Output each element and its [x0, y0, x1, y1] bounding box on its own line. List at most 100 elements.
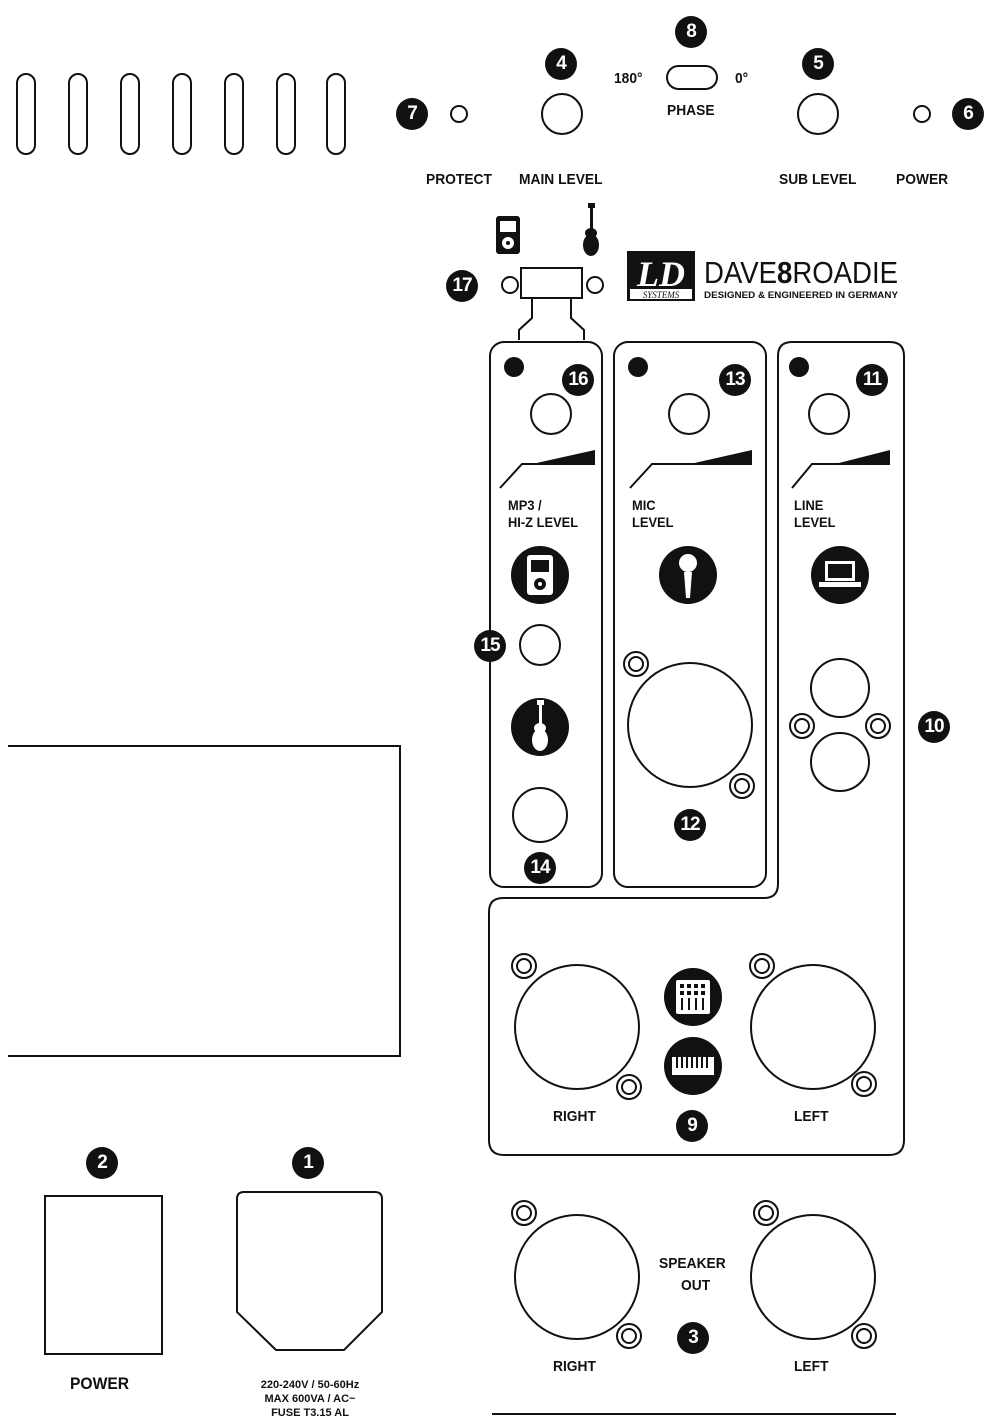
callout-2: 2 [86, 1147, 118, 1179]
xlr-latch [511, 1200, 537, 1226]
level-ramp-line [499, 463, 595, 489]
protect-label: PROTECT [426, 171, 492, 188]
line-level-label: LINE [794, 497, 824, 513]
level-ramp-wedge [532, 450, 595, 464]
callout-3: 3 [677, 1322, 709, 1354]
phase-label: PHASE [667, 102, 715, 119]
vent-slot-icon [224, 73, 244, 155]
callout-6: 6 [952, 98, 984, 130]
mp3-clip-led [504, 357, 524, 377]
callout-9: 9 [676, 1110, 708, 1142]
selector-led-right [586, 276, 604, 294]
mp3-player-icon [496, 216, 520, 254]
mix-out-right-xlr[interactable] [514, 964, 640, 1090]
hi-z-input-jack[interactable] [512, 787, 568, 843]
xlr-latch [729, 773, 755, 799]
mains-rating-line: FUSE T3.15 AL [271, 1407, 349, 1419]
xlr-latch [851, 1323, 877, 1349]
line-input-jack-top[interactable] [810, 658, 870, 718]
vent-slot-icon [120, 73, 140, 155]
keyboard-icon [672, 1057, 714, 1075]
model-name: DAVE8ROADIE [704, 255, 898, 290]
xlr-latch [511, 953, 537, 979]
mic-level-label: LEVEL [632, 514, 674, 530]
guitar-icon [532, 700, 548, 751]
power-led-label: POWER [896, 171, 949, 188]
line-level-knob[interactable] [808, 393, 850, 435]
phase-180-label: 180° [614, 70, 643, 87]
xlr-latch [758, 1205, 774, 1221]
phase-switch[interactable] [666, 65, 718, 90]
xlr-latch [870, 718, 886, 734]
phase-0-label: 0° [735, 70, 749, 87]
mp3-panel [489, 341, 603, 888]
vent-slot-icon [16, 73, 36, 155]
protect-led [450, 105, 468, 123]
callout-12: 12 [674, 809, 706, 841]
xlr-latch [789, 713, 815, 739]
mains-inlet[interactable] [236, 1191, 383, 1351]
callout-5: 5 [802, 48, 834, 80]
mp3-level-label: MP3 / [508, 497, 542, 513]
xlr-latch [516, 958, 532, 974]
vent-slot-icon [68, 73, 88, 155]
xlr-latch [753, 1200, 779, 1226]
callout-1: 1 [292, 1147, 324, 1179]
brand-tagline: DESIGNED & ENGINEERED IN GERMANY [704, 290, 898, 300]
mic-level-knob[interactable] [668, 393, 710, 435]
callout-4: 4 [545, 48, 577, 80]
xlr-latch [851, 1071, 877, 1097]
mixer-icon [676, 980, 710, 1014]
mp3-level-knob[interactable] [530, 393, 572, 435]
sub-level-label: SUB LEVEL [779, 171, 857, 188]
xlr-latch [621, 1079, 637, 1095]
xlr-latch [734, 778, 750, 794]
callout-15: 15 [474, 630, 506, 662]
xlr-latch [616, 1323, 642, 1349]
callout-16: 16 [562, 364, 594, 396]
mp3-level-label: HI-Z LEVEL [508, 514, 579, 530]
callout-13: 13 [719, 364, 751, 396]
speaker-out-left-xlr[interactable] [750, 1214, 876, 1340]
vent-slot-icon [172, 73, 192, 155]
laptop-icon [819, 561, 861, 587]
main-level-label: MAIN LEVEL [519, 171, 603, 188]
mix-left-label: LEFT [794, 1108, 829, 1125]
ld-systems-logo: LD SYSTEMS [627, 251, 695, 301]
mains-rating-line: MAX 600VA / AC~ [264, 1393, 356, 1405]
speaker-out-right-xlr[interactable] [514, 1214, 640, 1340]
mic-panel [613, 341, 767, 888]
mic-level-label: MIC [632, 497, 656, 513]
speaker-out-label: OUT [681, 1277, 711, 1294]
level-ramp-line [629, 463, 752, 489]
xlr-latch [621, 1328, 637, 1344]
mp3-input-jack[interactable] [519, 624, 561, 666]
level-ramp-wedge [690, 450, 752, 464]
xlr-latch [516, 1205, 532, 1221]
power-switch[interactable] [44, 1195, 163, 1355]
callout-8: 8 [675, 16, 707, 48]
main-level-knob[interactable] [541, 93, 583, 135]
vent-slots [16, 73, 346, 155]
sub-level-knob[interactable] [797, 93, 839, 135]
xlr-latch [865, 713, 891, 739]
line-input-jack-bottom[interactable] [810, 732, 870, 792]
svg-text:LD: LD [636, 254, 685, 294]
input-selector-switch[interactable] [520, 267, 583, 299]
speaker-left-label: LEFT [794, 1358, 829, 1375]
vent-slot-icon [276, 73, 296, 155]
guitar-icon [583, 203, 599, 256]
mic-clip-led [628, 357, 648, 377]
xlr-latch [749, 953, 775, 979]
mains-rating-label: 220-240V / 50-60Hz MAX 600VA / AC~ FUSE … [235, 1378, 385, 1420]
amplifier-plate [8, 745, 401, 1057]
mix-out-left-xlr[interactable] [750, 964, 876, 1090]
callout-14: 14 [524, 852, 556, 884]
xlr-latch [616, 1074, 642, 1100]
power-led [913, 105, 931, 123]
line-level-label: LEVEL [794, 514, 836, 530]
mic-xlr-input[interactable] [627, 662, 753, 788]
line-panel-outline [488, 341, 905, 1156]
level-ramp-line [791, 463, 890, 489]
